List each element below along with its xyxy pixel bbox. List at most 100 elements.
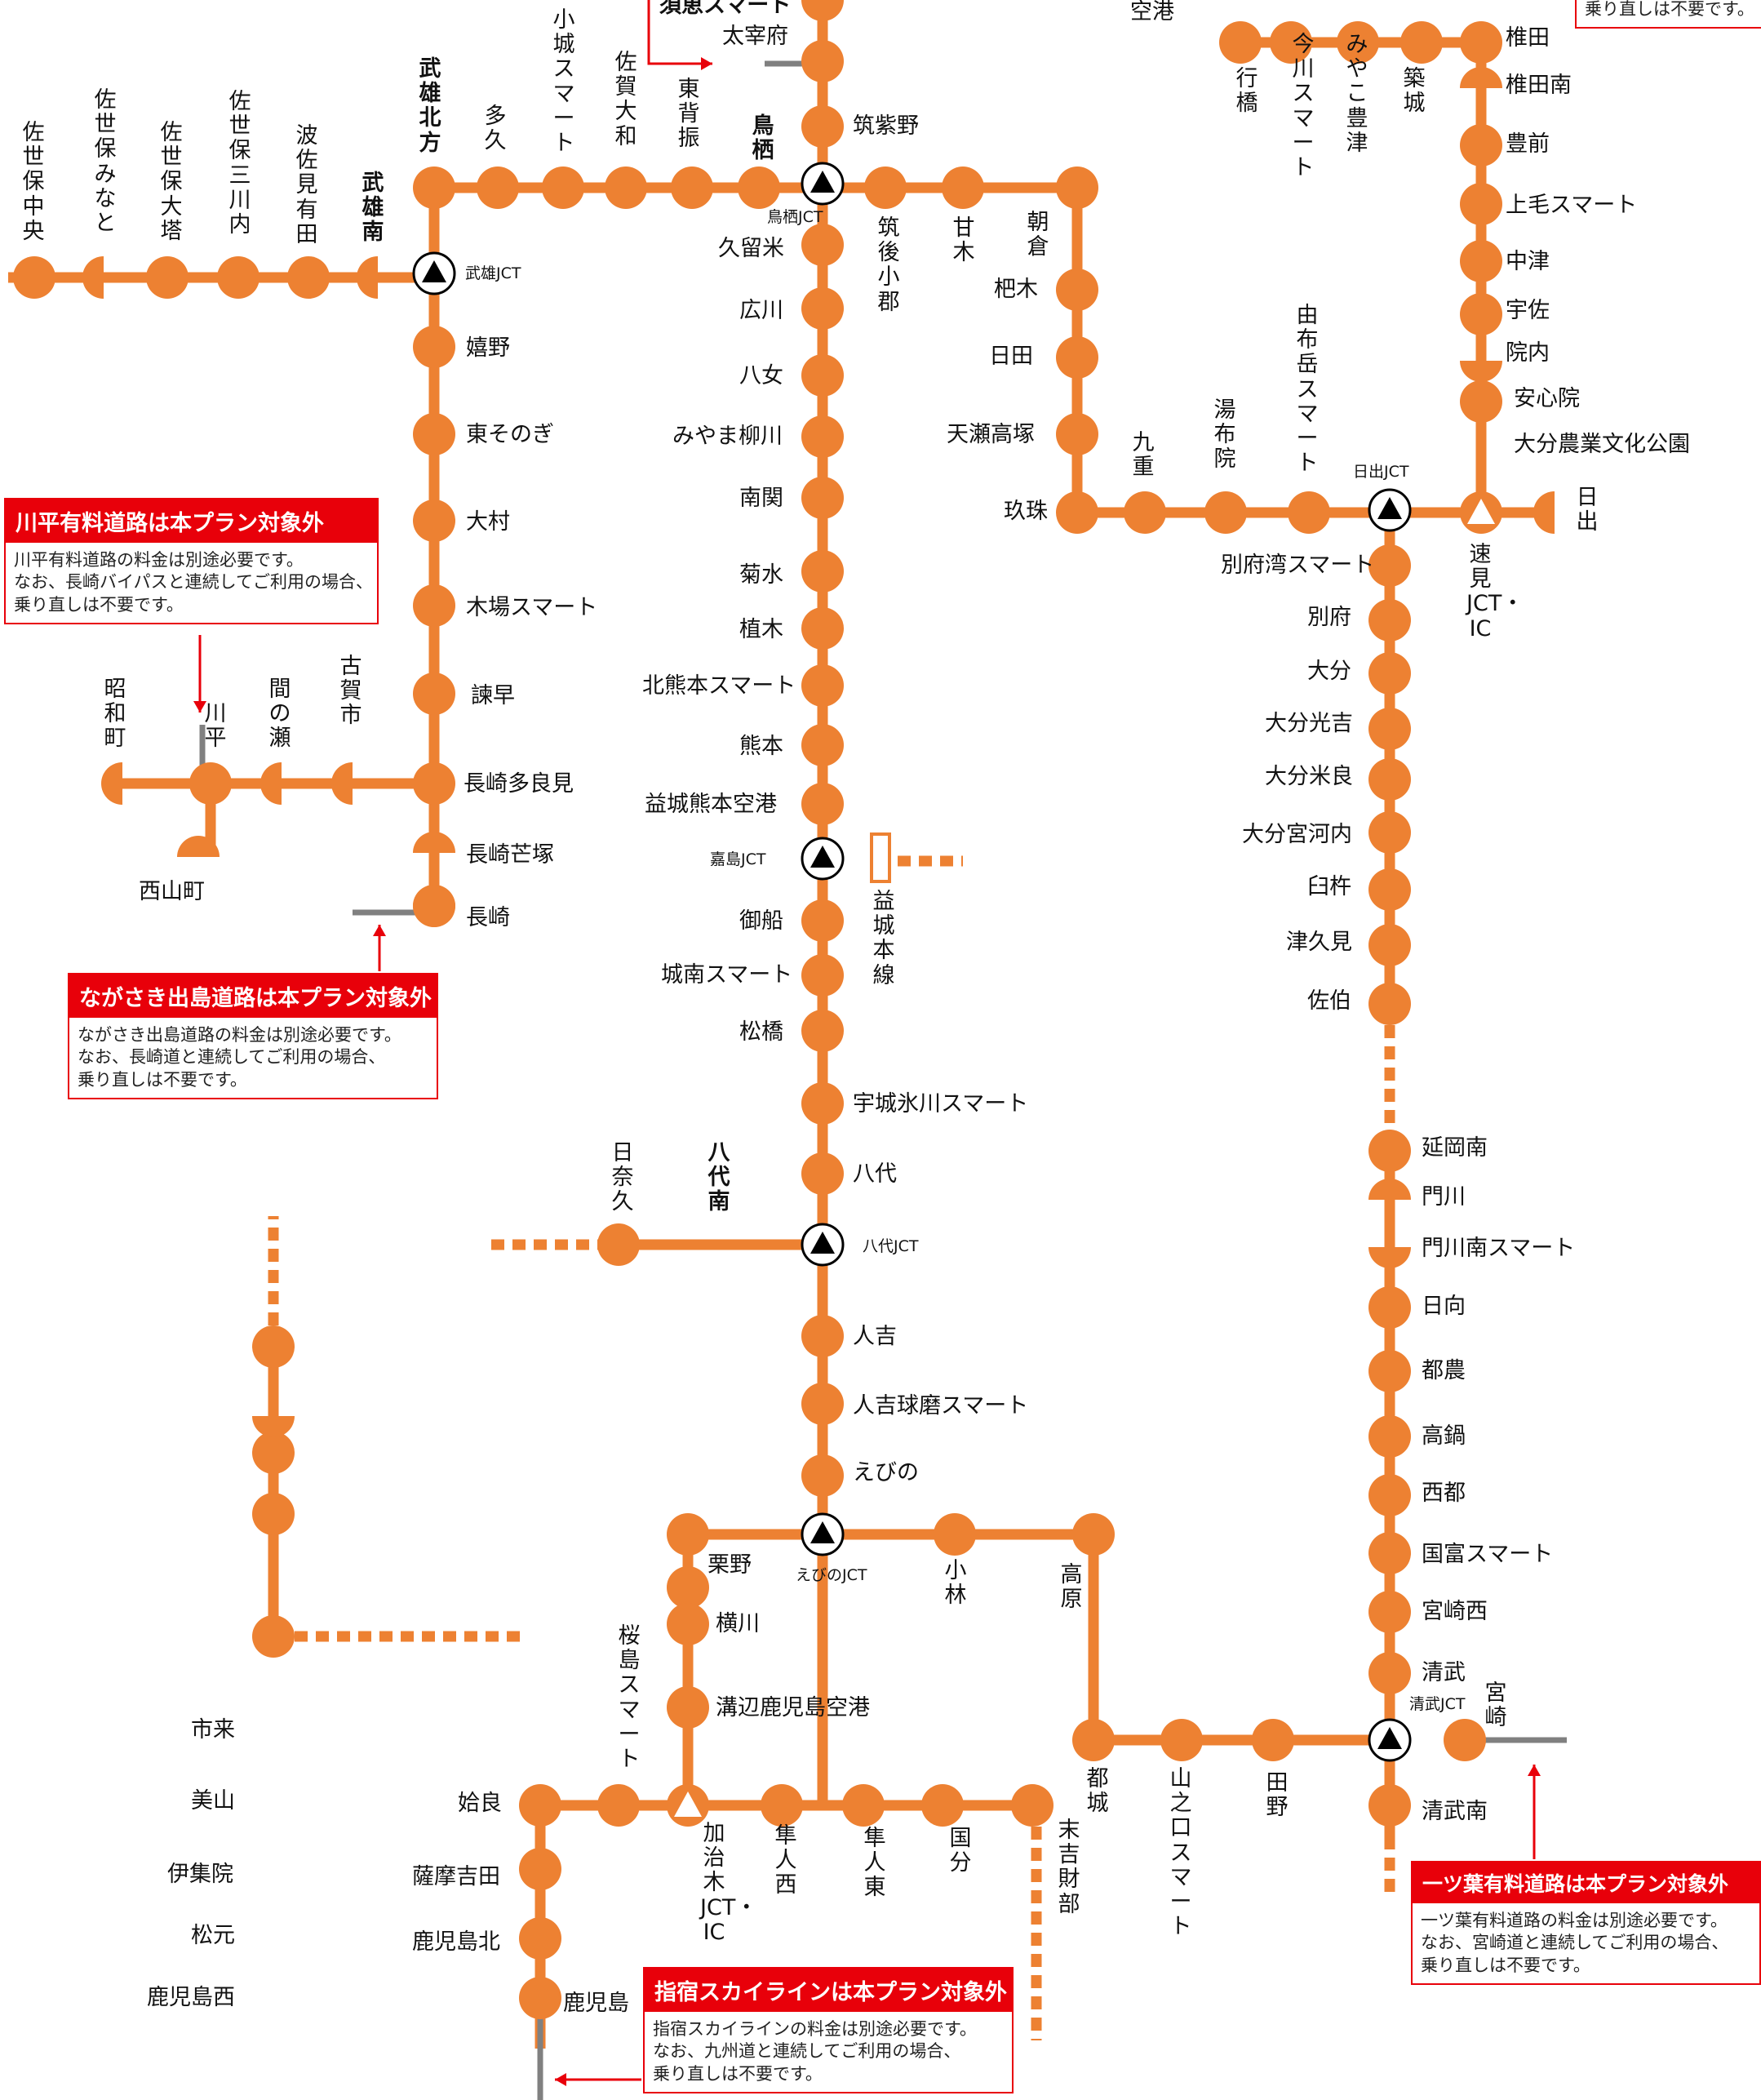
station-node: [801, 954, 844, 997]
station-label-mashiki-honsen: 益城本線: [872, 889, 895, 988]
station-label-higashi-sonogi: 東そのぎ: [466, 422, 554, 447]
station-node: [801, 477, 844, 519]
station-label-matsumoto: 松元: [191, 1923, 235, 1948]
station-node: [519, 1917, 561, 1960]
station-half-node: [260, 762, 282, 805]
notice-title: 指宿スカイラインは本プラン対象外: [645, 1969, 1012, 2012]
station-label-kiyotake-jct: 清武JCT: [1409, 1695, 1466, 1713]
kajiki-jct-ic-triangle: [674, 1791, 702, 1817]
station-node: [1368, 1532, 1411, 1574]
station-node: [597, 1784, 640, 1827]
station-label-kadogawa: 門川: [1422, 1184, 1466, 1210]
station-label-ichiki: 市来: [191, 1717, 235, 1743]
station-node: [519, 1848, 561, 1890]
station-label-tsukumi: 津久見: [1286, 930, 1352, 955]
station-node: [1460, 124, 1502, 166]
station-label-amagase-kozuka: 天瀬高塚: [947, 422, 1035, 447]
station-node: [667, 1603, 709, 1645]
station-node: [252, 1432, 295, 1474]
station-label-mizobe-kagoshima-kuko: 溝辺鹿児島空港: [716, 1695, 870, 1720]
station-label-miyako-toyotsu: みやこ豊津: [1346, 32, 1368, 156]
station-label-ureshino: 嬉野: [466, 335, 510, 361]
station-node: [413, 673, 455, 715]
station-label-chikushino: 筑紫野: [853, 113, 919, 139]
station-node: [1056, 269, 1098, 311]
station-label-oita: 大分: [1307, 659, 1351, 684]
station-node: [801, 899, 844, 942]
hitotsuba-notice: 一ツ葉有料道路は本プラン対象外 一ツ葉有料道路の料金は別途必要です。 なお、宮崎…: [1411, 1861, 1761, 1985]
station-label-yufuin: 湯布院: [1213, 397, 1236, 473]
station-label-nagasaki-tarami: 長崎多良見: [464, 771, 574, 797]
station-label-hiji: 日出: [1576, 485, 1599, 535]
station-label-beppu: 別府: [1307, 605, 1351, 630]
station-label-kitakumamoto-smart: 北熊本スマート: [642, 673, 796, 699]
station-node: [413, 166, 455, 209]
station-node: [1368, 1591, 1411, 1633]
station-label-isahaya: 諫早: [471, 683, 515, 708]
station-node: [1368, 1286, 1411, 1329]
station-node: [1368, 1350, 1411, 1392]
station-label-takeo-jct: 武雄JCT: [465, 264, 521, 282]
station-label-hayato-higashi: 隼人東: [863, 1826, 886, 1901]
station-label-kunitomi-smart: 国富スマート: [1422, 1542, 1554, 1567]
station-label-kurume: 久留米: [718, 236, 784, 261]
station-label-yatsushiro-minami: 八代南: [708, 1140, 730, 1215]
station-label-shiida: 椎田: [1506, 25, 1550, 51]
station-node: [801, 664, 844, 707]
station-node: [519, 1784, 561, 1827]
station-label-miyama: 美山: [191, 1788, 235, 1814]
station-label-yokogawa: 横川: [716, 1611, 760, 1636]
station-node: [1368, 1130, 1411, 1172]
tosu-jct-triangle: [810, 171, 835, 193]
station-node: [1252, 1719, 1294, 1761]
station-node: [667, 1566, 709, 1609]
station-label-yukuhashi: 行橋: [1235, 66, 1258, 117]
station-label-hiji-jct: 日出JCT: [1353, 463, 1409, 481]
station-label-top-partial-2: 空港: [1130, 0, 1174, 24]
station-node: [1056, 166, 1098, 209]
station-node: [542, 166, 584, 209]
station-node: [413, 499, 455, 542]
station-node: [942, 166, 984, 209]
station-node: [413, 762, 455, 805]
station-label-kiyotake-minami: 清武南: [1422, 1799, 1488, 1824]
station-label-nagasaki: 長崎: [466, 905, 510, 930]
station-label-tano: 田野: [1266, 1770, 1289, 1821]
station-half-node: [177, 836, 220, 857]
station-label-kouge-smart: 上毛スマート: [1506, 193, 1638, 218]
station-label-sasebo-minato: 佐世保みなと: [94, 87, 117, 237]
station-node: [801, 783, 844, 825]
station-node: [413, 885, 455, 927]
station-label-hitoyoshi-kuma-smart: 人吉球磨スマート: [853, 1393, 1029, 1418]
station-label-sasebo-otou: 佐世保大塔: [160, 120, 183, 244]
station-node: [189, 762, 232, 805]
station-label-nobeoka-minami: 延岡南: [1422, 1135, 1488, 1161]
station-node: [1337, 21, 1379, 64]
station-node: [801, 0, 844, 21]
station-node: [217, 256, 259, 299]
station-label-hirokawa: 広川: [739, 298, 783, 323]
station-label-yatsushiro-jct: 八代JCT: [863, 1237, 919, 1255]
station-label-miyazaki-nishi: 宮崎西: [1422, 1599, 1488, 1624]
station-label-yufudake-smart: 由布岳スマート: [1296, 303, 1319, 477]
yatsushiro-jct-triangle: [810, 1232, 835, 1254]
station-node: [1011, 1784, 1053, 1827]
station-half-node: [1368, 1247, 1411, 1268]
station-half-node: [1533, 491, 1555, 534]
station-node: [1368, 758, 1411, 801]
station-node: [1160, 1719, 1203, 1761]
station-label-asakura: 朝倉: [1027, 210, 1049, 260]
ibusuki-notice: 指宿スカイラインは本プラン対象外 指宿スカイラインの料金は別途必要です。 なお、…: [643, 1967, 1014, 2093]
station-label-kashima-jct: 嘉島JCT: [710, 850, 766, 868]
station-node: [801, 287, 844, 330]
station-label-ajimu: 安心院: [1514, 386, 1580, 411]
station-label-saga-yamato: 佐賀大和: [614, 50, 637, 149]
ebino-jct-triangle: [810, 1521, 835, 1543]
dejima-arrow-head: [373, 925, 386, 936]
station-node: [842, 1784, 885, 1827]
station-node: [1368, 811, 1411, 854]
station-half-node: [1368, 1179, 1411, 1200]
hayami-jct-ic-triangle: [1467, 499, 1495, 524]
station-label-hayato-nishi: 隼人西: [774, 1823, 797, 1898]
station-label-ebino: えびの: [853, 1460, 919, 1485]
